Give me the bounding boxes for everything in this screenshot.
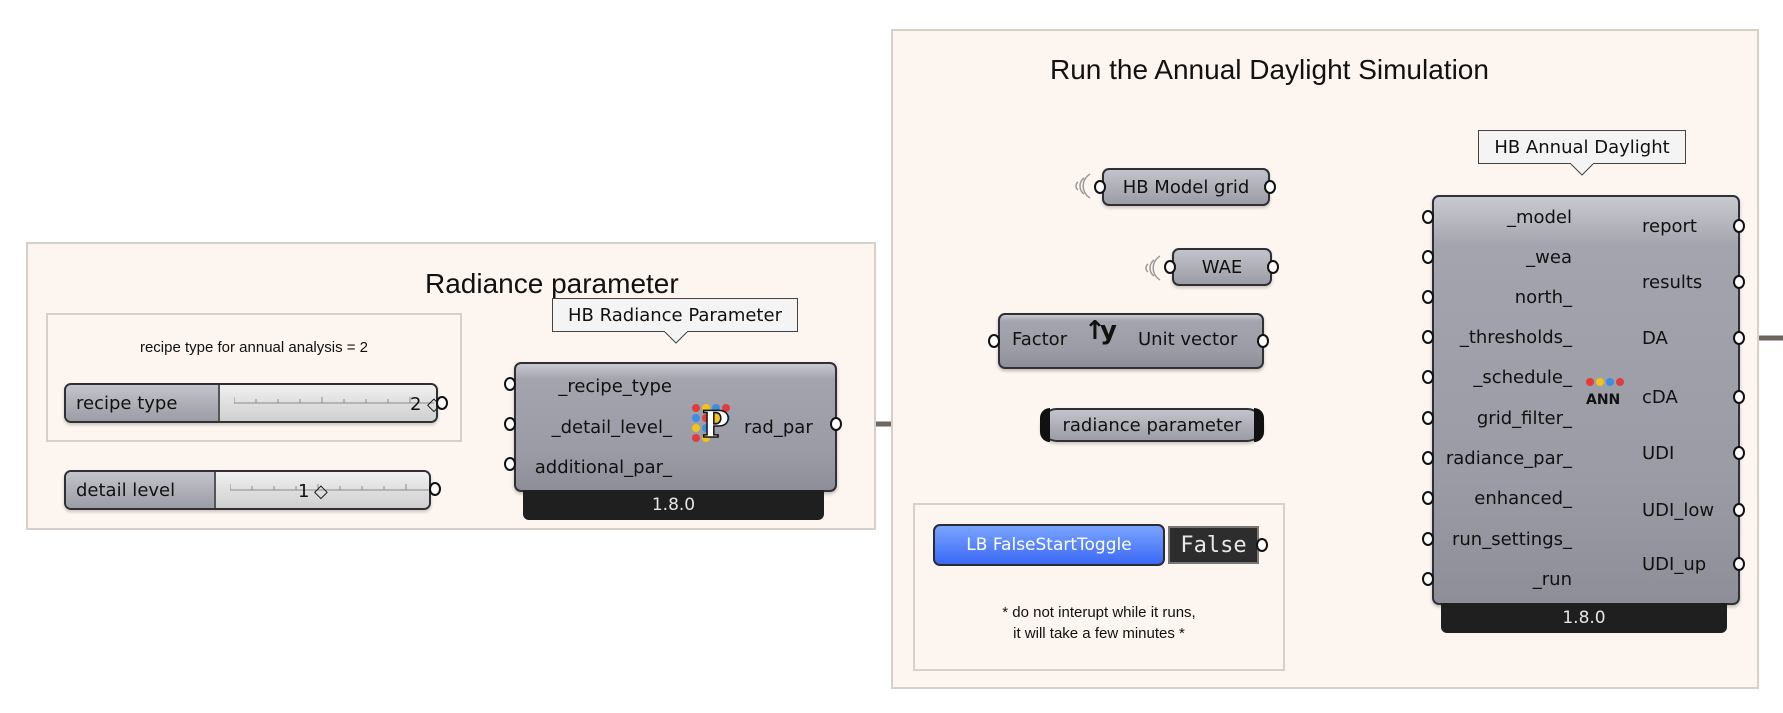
input-run[interactable]: _run xyxy=(1532,569,1572,590)
hb-model-grid-param[interactable]: HB Model grid xyxy=(1102,168,1270,206)
annual-daylight-icon-text: ANN xyxy=(1586,392,1621,408)
input-grid-filter[interactable]: grid_filter_ xyxy=(1476,408,1572,429)
radiance-component-tooltip: HB Radiance Parameter xyxy=(552,298,798,332)
grip-out-udi-up[interactable] xyxy=(1733,557,1745,571)
input-schedule[interactable]: _schedule_ xyxy=(1473,367,1572,388)
grip-in-model[interactable] xyxy=(1422,210,1434,224)
grip-in-schedule[interactable] xyxy=(1422,370,1434,384)
annual-component-tooltip: HB Annual Daylight xyxy=(1478,130,1686,164)
grip-unit-vector-out[interactable] xyxy=(1257,334,1269,348)
relay-left-cap xyxy=(1040,408,1050,442)
radiance-parameter-icon: P xyxy=(688,402,732,447)
run-note-line1: * do not interupt while it runs, xyxy=(1002,604,1196,621)
relay-right-cap xyxy=(1254,408,1264,442)
annual-group-title: Run the Annual Daylight Simulation xyxy=(1050,54,1489,85)
grip-in-additional[interactable] xyxy=(504,457,516,471)
grip-in-north[interactable] xyxy=(1422,290,1434,304)
output-udi[interactable]: UDI xyxy=(1642,443,1675,464)
recipe-type-slider[interactable]: recipe type 2 ◇ xyxy=(64,383,438,423)
output-da[interactable]: DA xyxy=(1642,328,1668,349)
recipe-type-slider-track[interactable]: 2 ◇ xyxy=(220,385,436,421)
run-note-line2: it will take a few minutes * xyxy=(1013,625,1185,642)
grip-out-results[interactable] xyxy=(1733,275,1745,289)
slider-ticks xyxy=(230,484,429,491)
grip-out-da[interactable] xyxy=(1733,331,1745,345)
grip-wae-out[interactable] xyxy=(1267,260,1279,274)
wireless-receiver-icon xyxy=(1145,255,1161,281)
wae-param[interactable]: WAE xyxy=(1172,248,1272,286)
recipe-type-slider-label: recipe type xyxy=(66,385,220,421)
grip-out-report[interactable] xyxy=(1733,219,1745,233)
recipe-note: recipe type for annual analysis = 2 xyxy=(139,339,369,356)
grip-toggle-out[interactable] xyxy=(1256,538,1268,552)
output-udi-low[interactable]: UDI_low xyxy=(1642,500,1715,521)
toggle-subgroup[interactable] xyxy=(913,503,1285,671)
grip-in-detail[interactable] xyxy=(504,417,516,431)
tooltip-pointer xyxy=(664,331,688,344)
grip-in-run-settings[interactable] xyxy=(1422,532,1434,546)
false-start-toggle-button[interactable]: LB FalseStartToggle xyxy=(933,524,1165,566)
annual-component-version: 1.8.0 xyxy=(1441,603,1727,633)
output-cda[interactable]: cDA xyxy=(1642,387,1678,408)
color-dots-icon xyxy=(692,404,730,442)
input-thresholds[interactable]: _thresholds_ xyxy=(1459,327,1572,348)
grip-in-radiance-par[interactable] xyxy=(1422,451,1434,465)
input-run-settings[interactable]: run_settings_ xyxy=(1452,529,1572,550)
radiance-group-title: Radiance parameter xyxy=(425,268,679,299)
grip-in-enhanced[interactable] xyxy=(1422,491,1434,505)
detail-level-slider-label: detail level xyxy=(66,472,216,508)
input-enhanced[interactable]: enhanced_ xyxy=(1474,488,1572,509)
recipe-type-output-grip[interactable] xyxy=(436,396,448,410)
output-udi-up[interactable]: UDI_up xyxy=(1642,554,1707,575)
grip-in-grid-filter[interactable] xyxy=(1422,411,1434,425)
input-wea[interactable]: _wea xyxy=(1526,247,1572,268)
recipe-type-slider-value: 2 xyxy=(410,394,422,415)
radiance-parameter-relay[interactable]: radiance parameter xyxy=(1040,408,1264,442)
grip-model-grid-in[interactable] xyxy=(1094,180,1106,194)
input-detail-level[interactable]: _detail_level_ xyxy=(551,417,672,438)
grip-in-recipe[interactable] xyxy=(504,377,516,391)
grip-out-cda[interactable] xyxy=(1733,390,1745,404)
grip-in-wea[interactable] xyxy=(1422,250,1434,264)
grip-in-thresholds[interactable] xyxy=(1422,330,1434,344)
grip-out-udi[interactable] xyxy=(1733,446,1745,460)
annual-daylight-icon: ANN xyxy=(1584,376,1626,420)
tooltip-pointer xyxy=(1570,163,1594,176)
wireless-receiver-icon xyxy=(1075,173,1091,199)
detail-level-slider[interactable]: detail level 1 ◇ xyxy=(64,470,431,510)
input-model[interactable]: _model xyxy=(1506,207,1572,228)
slider-ticks xyxy=(234,397,434,404)
recipe-note-subgroup[interactable] xyxy=(46,313,462,442)
unit-vector-output[interactable]: Unit vector xyxy=(1138,329,1238,350)
grip-out-radpar[interactable] xyxy=(830,417,842,431)
input-radiance-par[interactable]: radiance_par_ xyxy=(1445,448,1572,469)
detail-level-output-grip[interactable] xyxy=(429,482,441,496)
grip-wae-in[interactable] xyxy=(1164,260,1176,274)
unit-vector-component[interactable] xyxy=(998,313,1264,369)
grip-out-udi-low[interactable] xyxy=(1733,503,1745,517)
input-north[interactable]: north_ xyxy=(1514,287,1572,308)
false-start-toggle-value[interactable]: False xyxy=(1168,526,1259,564)
detail-level-slider-value: 1 xyxy=(298,481,310,502)
output-report[interactable]: report xyxy=(1642,216,1697,237)
unit-vector-axis-icon: y xyxy=(1100,316,1117,346)
unit-vector-arrow-icon: ↑ xyxy=(1084,316,1106,346)
input-additional-par[interactable]: additional_par_ xyxy=(534,457,672,478)
color-dots-icon xyxy=(1586,378,1624,386)
grip-model-grid-out[interactable] xyxy=(1264,180,1276,194)
slider-handle-icon[interactable]: ◇ xyxy=(427,394,436,415)
output-rad-par[interactable]: rad_par xyxy=(744,417,813,438)
grip-unit-vector-in[interactable] xyxy=(988,334,1000,348)
input-recipe-type[interactable]: _recipe_type xyxy=(558,376,672,397)
detail-level-slider-track[interactable]: 1 ◇ xyxy=(216,472,429,508)
grip-in-run[interactable] xyxy=(1422,572,1434,586)
slider-handle-icon[interactable]: ◇ xyxy=(314,481,328,502)
output-results[interactable]: results xyxy=(1642,272,1703,293)
radiance-component-version: 1.8.0 xyxy=(523,490,824,520)
unit-vector-input-factor[interactable]: Factor xyxy=(1012,329,1068,350)
radiance-parameter-icon-letter: P xyxy=(701,403,730,447)
